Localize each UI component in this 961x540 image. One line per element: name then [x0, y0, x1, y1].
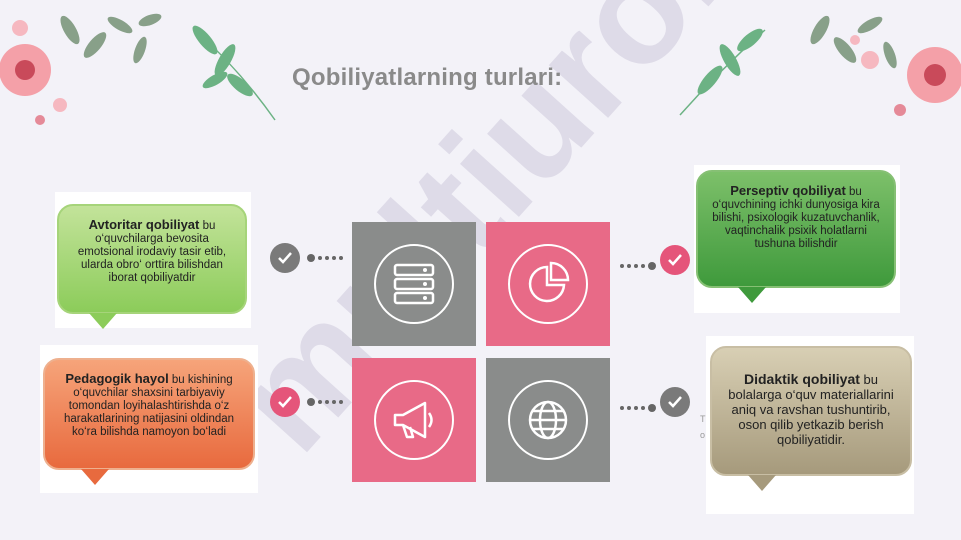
card-title: Pedagogik hayol: [65, 371, 169, 386]
card-text: bu kishining o‘quvchilar shaxsini tarbiy…: [63, 374, 235, 438]
flower-decoration-right-icon: [679, 15, 961, 116]
tile-globe: [486, 358, 610, 482]
flower-decoration-left-icon: [0, 13, 276, 125]
megaphone-icon: [393, 401, 433, 439]
connector-dots: [620, 262, 656, 270]
check-icon: [270, 387, 300, 417]
page-title: Qobiliyatlarning turlari:: [292, 64, 563, 91]
check-icon: [270, 243, 300, 273]
tile-megaphone: [352, 358, 476, 482]
pie-chart-icon: [528, 261, 570, 303]
check-icon: [660, 245, 690, 275]
card-title: Perseptiv qobiliyat: [730, 183, 846, 198]
card-text: bu bolalarga o‘quv materiallarini aniq v…: [728, 372, 894, 447]
card-text: bu o‘quvchining ichki dunyosiga kira bil…: [712, 186, 880, 250]
connector-dots: [620, 404, 656, 412]
card-title: Avtoritar qobiliyat: [88, 217, 200, 232]
card-perseptiv: Perseptiv qobiliyat bu o‘quvchining ichk…: [696, 170, 896, 303]
tile-server: [352, 222, 476, 346]
server-icon: [393, 263, 435, 305]
stray-text: o: [700, 430, 706, 440]
tile-pie-chart: [486, 222, 610, 346]
card-title: Didaktik qobiliyat: [744, 371, 860, 387]
connector-dots: [307, 254, 343, 262]
card-pedagogik: Pedagogik hayol bu kishining o‘quvchilar…: [43, 358, 255, 485]
card-avtoritar: Avtoritar qobiliyat bu o‘quvchilarga bev…: [57, 204, 247, 329]
check-icon: [660, 387, 690, 417]
connector-dots: [307, 398, 343, 406]
card-didaktik: Didaktik qobiliyat bu bolalarga o‘quv ma…: [710, 346, 912, 491]
globe-icon: [528, 400, 568, 440]
stray-text: T: [700, 414, 706, 424]
card-text: bu o‘quvchilarga bevosita emotsional iro…: [77, 220, 227, 284]
